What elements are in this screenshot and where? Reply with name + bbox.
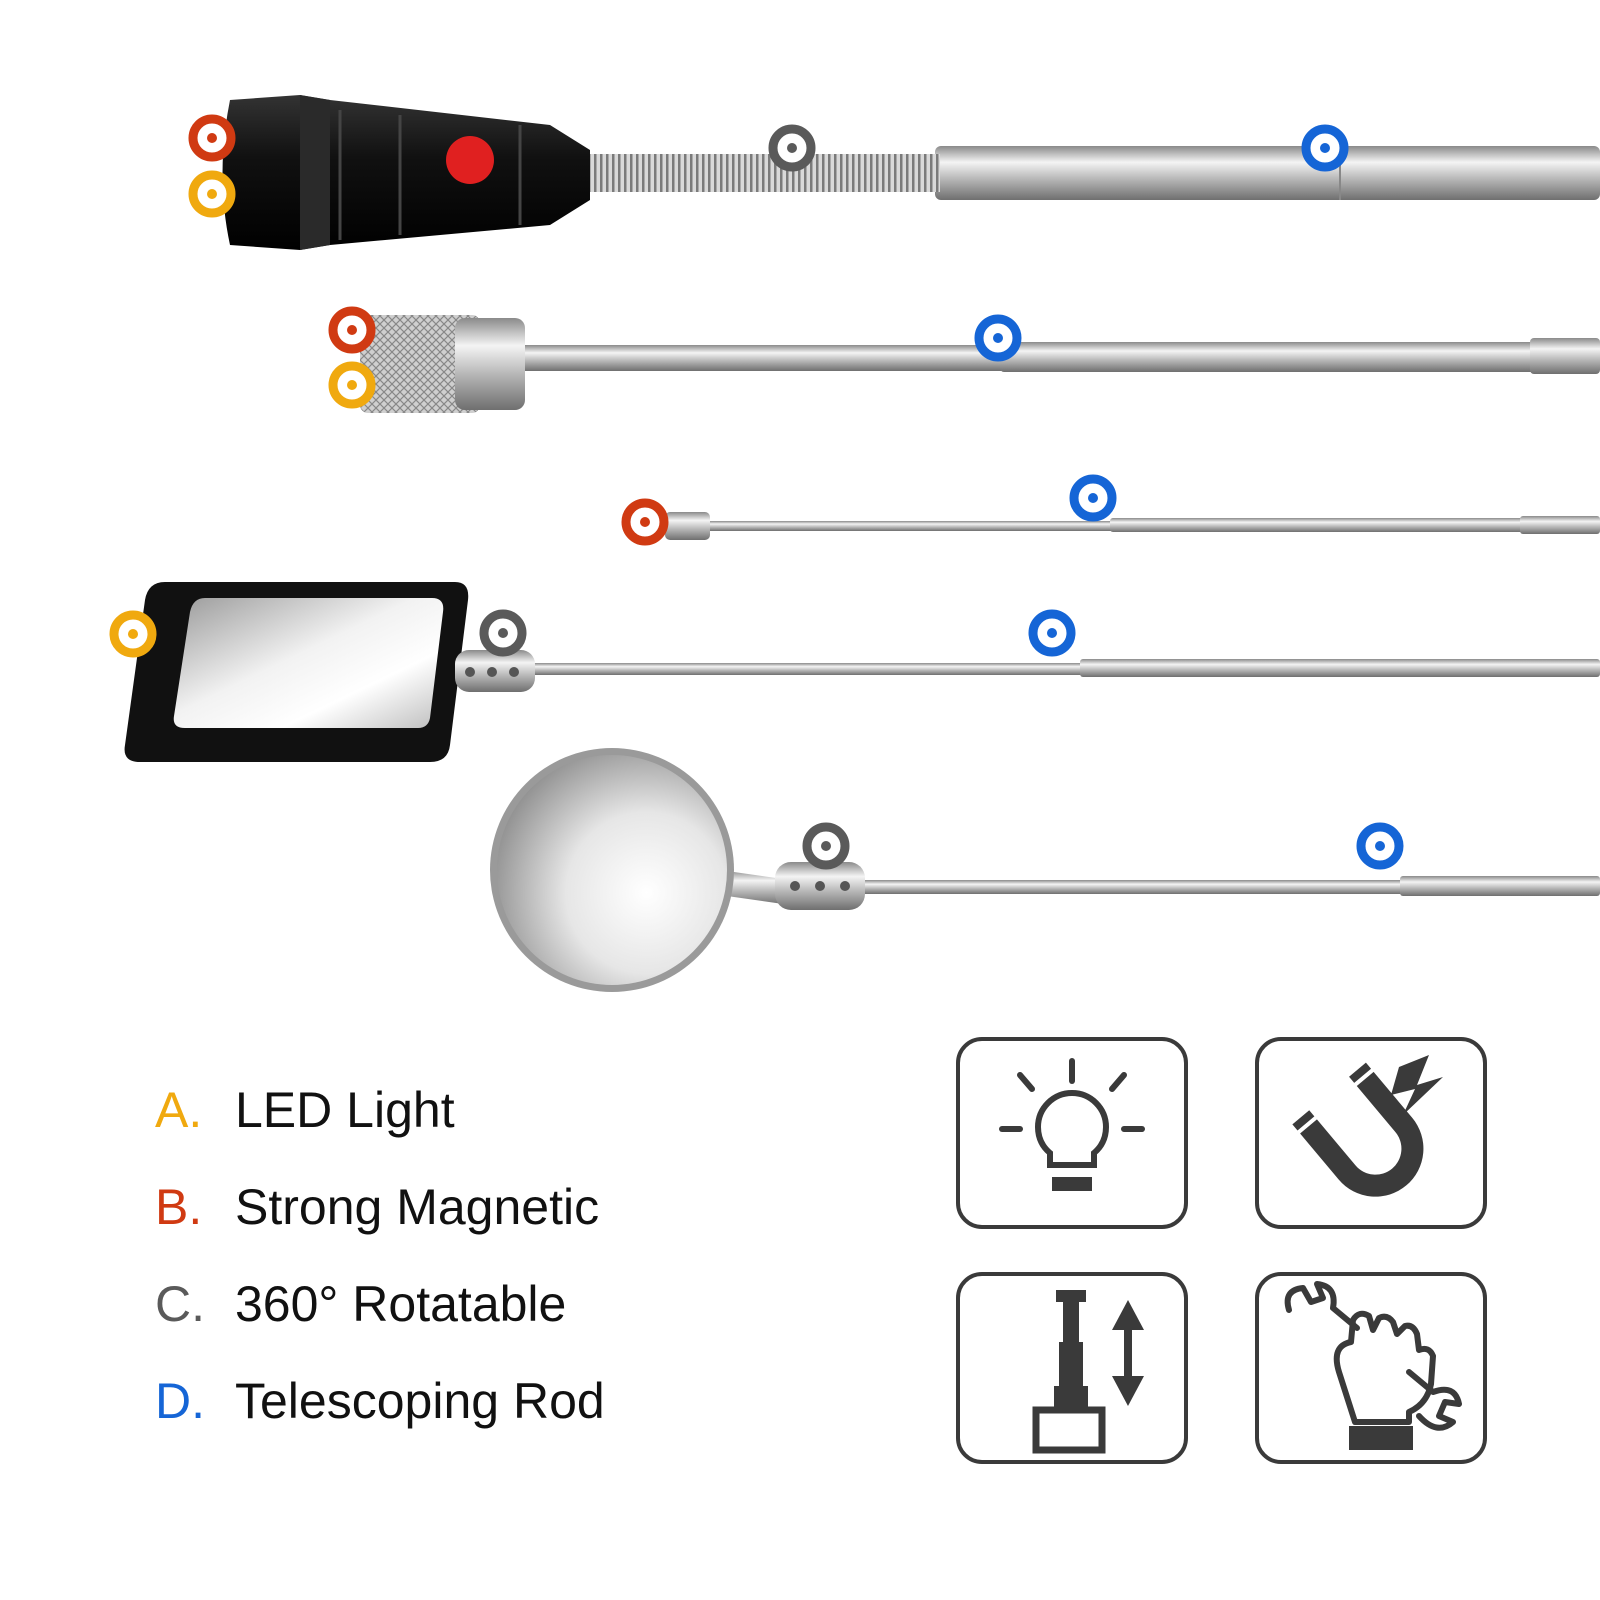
led-marker [109,610,157,658]
rotatable-marker [768,124,816,172]
light-bulb-icon-tile [956,1037,1188,1229]
hand-wrench-icon-tile [1255,1272,1487,1464]
led-magnetic-pickup [360,315,1600,413]
led-marker [328,361,376,409]
telescoping-marker [1028,609,1076,657]
telescoping-rod-icon [1032,1290,1144,1454]
telescoping-marker [1069,474,1117,522]
legend-label: Strong Magnetic [235,1179,600,1235]
legend-letter: D. [155,1373,205,1429]
telescoping-marker [1356,822,1404,870]
feature-markers [109,114,1404,870]
light-bulb-icon [999,1058,1145,1191]
rotatable-marker [479,609,527,657]
legend-item-led-light: A. LED Light [155,1075,455,1145]
magnetic-marker [621,498,669,546]
legend-item-telescoping-rod: D. Telescoping Rod [155,1366,605,1436]
legend-item-360-rotatable: C. 360° Rotatable [155,1269,566,1339]
legend-letter: C. [155,1276,205,1332]
tools-illustration [109,95,1600,992]
magnetic-marker [328,306,376,354]
rectangular-led-inspection-mirror [124,582,1600,762]
hand-wrench-icon [1284,1281,1462,1450]
mini-magnetic-pickup [665,512,1600,540]
magnet-icon-tile [1255,1037,1487,1229]
magnetic-marker [188,114,236,162]
legend-item-strong-magnetic: B. Strong Magnetic [155,1172,599,1242]
legend-label: 360° Rotatable [235,1276,567,1332]
magnet-icon [1292,1055,1443,1197]
telescoping-marker [974,314,1022,362]
led-marker [188,170,236,218]
legend-label: LED Light [235,1082,455,1138]
telescoping-rod-icon-tile [956,1272,1188,1464]
led-flexible-magnetic-pickup [222,95,1600,250]
red-button-icon [446,136,494,184]
telescoping-marker [1301,124,1349,172]
rotatable-marker [802,822,850,870]
legend-label: Telescoping Rod [235,1373,605,1429]
legend-letter: B. [155,1179,203,1235]
round-inspection-mirror [490,748,1600,992]
legend-letter: A. [155,1082,203,1138]
